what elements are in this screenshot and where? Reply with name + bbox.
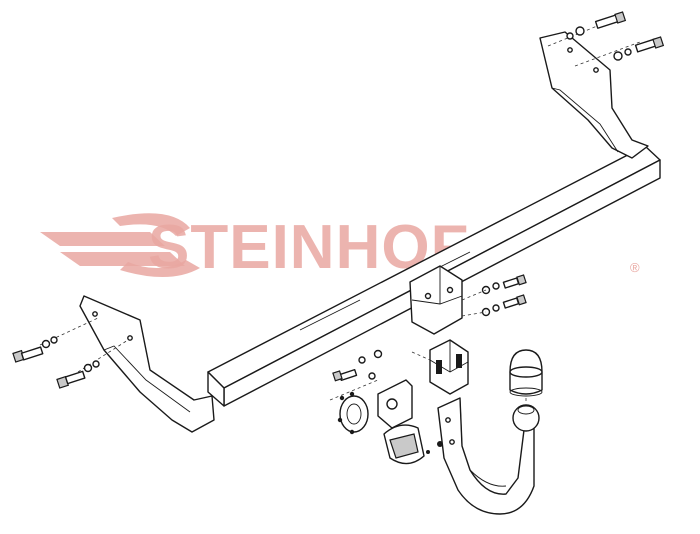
assembly-guide-lines	[329, 289, 527, 404]
bolt-set-center	[332, 274, 527, 382]
socket-mounting-plate	[377, 379, 413, 429]
tow-ball-neck	[437, 397, 535, 515]
steinhof-logo-swoosh	[40, 213, 200, 278]
watermark-registered-mark: ®	[630, 260, 640, 275]
electrical-socket	[337, 391, 443, 465]
center-mount-bracket	[409, 265, 463, 335]
bolt-set-left	[12, 336, 100, 389]
receiver-block	[429, 339, 469, 395]
bolt-set-top-right	[566, 11, 665, 61]
tow-ball-cap	[509, 349, 543, 397]
left-side-bracket	[39, 295, 215, 433]
tow-ball	[512, 404, 540, 432]
right-side-bracket	[539, 19, 649, 159]
